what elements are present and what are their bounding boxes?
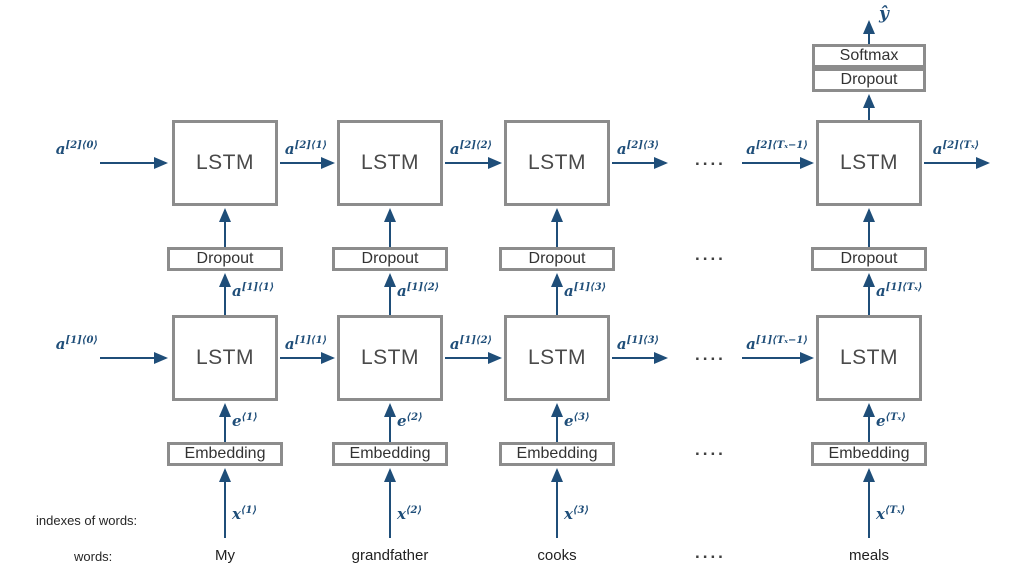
embedding-box-t1: Embedding (167, 442, 283, 466)
label-a1-3: a[1]⟨3⟩ (616, 335, 660, 353)
dropout-box-output: Dropout (812, 68, 926, 92)
word-t2: grandfather (351, 547, 429, 564)
embedding-box-t3: Embedding (499, 442, 615, 466)
label-a2-1: a[2]⟨1⟩ (284, 140, 328, 158)
ellipsis-layer1: .... (695, 345, 726, 364)
label-a1-1: a[1]⟨1⟩ (284, 335, 328, 353)
lstm-box-l2-t2: LSTM (337, 120, 443, 206)
label-a2-2: a[2]⟨2⟩ (449, 140, 493, 158)
dropout-box-t2: Dropout (332, 247, 448, 271)
label-a1-0: a[1]⟨0⟩ (55, 335, 98, 353)
label-a1-vert-t1: a[1]⟨1⟩ (232, 282, 275, 300)
word-t3: cooks (537, 547, 577, 564)
embedding-box-t2: Embedding (332, 442, 448, 466)
caption-words: words: (74, 549, 113, 564)
dropout-box-t3: Dropout (499, 247, 615, 271)
arrow-lines (100, 20, 990, 538)
lstm-box-l1-t3: LSTM (504, 315, 610, 401)
label-a2-tx: a[2]⟨Tₓ⟩ (932, 140, 980, 158)
word-t1: My (215, 547, 235, 564)
label-a1-vert-tx: a[1]⟨Tₓ⟩ (876, 282, 923, 300)
caption-indexes-of-words: indexes of words: (36, 513, 138, 528)
lstm-box-l2-tx: LSTM (816, 120, 922, 206)
label-e-t2: e⟨2⟩ (397, 412, 423, 430)
lstm-box-l2-t3: LSTM (504, 120, 610, 206)
label-a2-txm1: a[2]⟨Tₓ−1⟩ (746, 140, 808, 158)
label-e-t3: e⟨3⟩ (564, 412, 590, 430)
label-e-tx: e⟨Tₓ⟩ (876, 412, 906, 430)
lstm-box-l1-t1: LSTM (172, 315, 278, 401)
softmax-box: Softmax (812, 44, 926, 68)
ellipsis-layer2: .... (695, 150, 726, 169)
lstm-box-l1-t2: LSTM (337, 315, 443, 401)
label-a2-0: a[2]⟨0⟩ (55, 140, 98, 158)
word-tx: meals (848, 547, 889, 564)
label-a1-vert-t3: a[1]⟨3⟩ (564, 282, 607, 300)
lstm-box-l1-tx: LSTM (816, 315, 922, 401)
label-a2-3: a[2]⟨3⟩ (616, 140, 660, 158)
dropout-box-tx: Dropout (811, 247, 927, 271)
y-hat-label: ŷ (879, 4, 889, 24)
embedding-box-tx: Embedding (811, 442, 927, 466)
label-x-t2: x⟨2⟩ (397, 505, 423, 523)
label-e-t1: e⟨1⟩ (232, 412, 258, 430)
lstm-box-l2-t1: LSTM (172, 120, 278, 206)
label-a1-txm1: a[1]⟨Tₓ−1⟩ (746, 335, 808, 353)
label-x-t1: x⟨1⟩ (232, 505, 258, 523)
label-a1-vert-t2: a[1]⟨2⟩ (397, 282, 440, 300)
ellipsis-dropout: .... (695, 245, 726, 264)
ellipsis-words: .... (695, 543, 726, 562)
label-x-t3: x⟨3⟩ (564, 505, 590, 523)
label-x-tx: x⟨Tₓ⟩ (876, 505, 906, 523)
ellipsis-embedding: .... (695, 440, 726, 459)
label-a1-2: a[1]⟨2⟩ (449, 335, 493, 353)
dropout-box-t1: Dropout (167, 247, 283, 271)
